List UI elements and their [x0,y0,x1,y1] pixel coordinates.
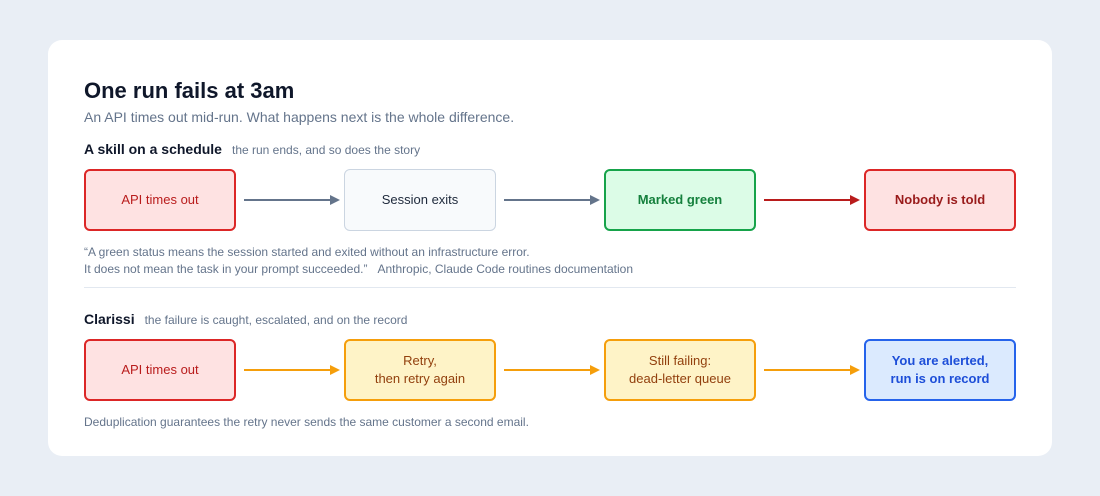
clarissi-section-header: Clarissi the failure is caught, escalated… [84,310,407,328]
quote-line-2: It does not mean the task in your prompt… [84,262,368,276]
arrow-right-icon [244,194,340,206]
step-label-line-2: dead-letter queue [629,371,731,386]
clarissi-step-alerted: You are alerted, run is on record [864,339,1016,401]
schedule-step-marked-green: Marked green [604,169,756,231]
step-label: Marked green [637,192,723,207]
arrow-right-icon [504,194,600,206]
clarissi-flow: API times out Retry, then retry again St… [84,339,1016,401]
step-label: API times out [121,192,199,207]
comparison-card: One run fails at 3am An API times out mi… [48,40,1052,456]
section-divider [84,287,1016,288]
step-label: API times out [121,362,199,377]
schedule-step-nobody-told: Nobody is told [864,169,1016,231]
quote-line-2-row: It does not mean the task in your prompt… [84,261,633,278]
arrow-right-icon [764,194,860,206]
schedule-flow: API times out Session exits Marked green… [84,169,1016,231]
clarissi-step-dead-letter-queue: Still failing: dead-letter queue [604,339,756,401]
arrow-right-icon [244,364,340,376]
schedule-step-session-exits: Session exits [344,169,496,231]
schedule-section-header: A skill on a schedule the run ends, and s… [84,140,420,158]
clarissi-step-api-timeout: API times out [84,339,236,401]
step-label-line-2: then retry again [374,371,466,386]
arrow-right-icon [504,364,600,376]
step-label-line-1: Retry, [403,353,437,368]
clarissi-step-retry: Retry, then retry again [344,339,496,401]
schedule-caption: the run ends, and so does the story [231,143,421,157]
step-label: Session exits [381,192,459,207]
page-title: One run fails at 3am [84,78,295,103]
step-label-line-1: You are alerted, [891,353,989,368]
schedule-heading: A skill on a schedule [84,141,222,157]
step-label-line-2: run is on record [890,371,990,386]
footnote: Deduplication guarantees the retry never… [84,415,529,429]
documentation-quote: “A green status means the session starte… [84,244,633,278]
quote-attribution: Anthropic, Claude Code routines document… [377,262,634,276]
clarissi-caption: the failure is caught, escalated, and on… [144,313,408,327]
quote-line-1: “A green status means the session starte… [84,245,530,259]
step-label: Nobody is told [894,192,986,207]
page-subtitle: An API times out mid-run. What happens n… [84,109,515,125]
schedule-step-api-timeout: API times out [84,169,236,231]
arrow-right-icon [764,364,860,376]
step-label-line-1: Still failing: [648,353,712,368]
clarissi-heading: Clarissi [84,311,135,327]
